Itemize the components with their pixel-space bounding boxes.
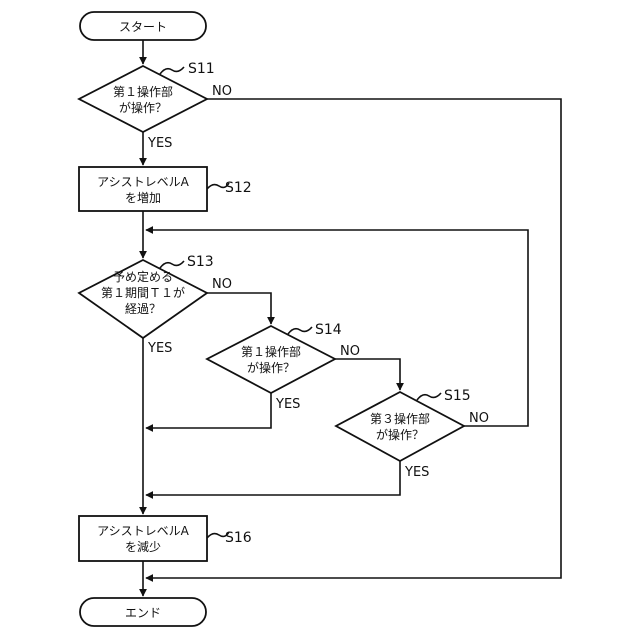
end-label: エンド <box>125 606 161 620</box>
s12-step-id: S12 <box>225 180 252 196</box>
s16-text-line1: アシストレベルA <box>97 524 190 538</box>
s11-text-line1: 第１操作部 <box>113 84 173 99</box>
start-label: スタート <box>119 20 167 34</box>
s14-step-id: S14 <box>315 322 342 338</box>
s13-text-line1: 予め定める <box>113 269 173 284</box>
s13-yes-label: YES <box>147 341 172 356</box>
end-terminal: エンド <box>80 598 206 626</box>
s15-text-line1: 第３操作部 <box>370 411 430 426</box>
s11-no-label: NO <box>212 84 232 99</box>
arrow-s14-no-to-s15 <box>335 359 400 390</box>
s15-leader <box>417 393 441 400</box>
s14-text-line1: 第１操作部 <box>241 344 301 359</box>
s13-leader <box>160 261 184 268</box>
arrow-s15-yes-to-main <box>146 461 400 495</box>
decision-s13: 予め定める 第１期間Ｔ１が 経過？ <box>79 260 207 338</box>
s13-text-line3: 経過？ <box>125 302 161 316</box>
arrow-s11-no-to-end <box>146 99 561 578</box>
s15-text-line2: が操作？ <box>376 427 424 442</box>
s16-text-line2: を減少 <box>125 539 161 554</box>
arrow-s14-yes-to-main <box>146 393 271 428</box>
start-terminal: スタート <box>80 12 206 40</box>
s15-yes-label: YES <box>404 465 429 480</box>
s15-no-label: NO <box>469 411 489 426</box>
s12-text-line2: を増加 <box>125 191 161 205</box>
s13-no-label: NO <box>212 277 232 292</box>
s14-yes-label: YES <box>275 397 300 412</box>
s14-leader <box>288 327 312 334</box>
s15-step-id: S15 <box>444 388 471 404</box>
s12-text-line1: アシストレベルA <box>97 175 190 189</box>
s11-leader <box>160 67 184 74</box>
s11-text-line2: が操作？ <box>119 100 167 115</box>
process-s16: アシストレベルA を減少 <box>79 516 207 561</box>
s13-step-id: S13 <box>187 254 214 270</box>
s16-step-id: S16 <box>225 530 252 546</box>
s11-step-id: S11 <box>188 61 215 77</box>
arrow-s13-no-to-s14 <box>207 293 271 324</box>
s14-text-line2: が操作？ <box>247 360 295 375</box>
process-s12: アシストレベルA を増加 <box>79 167 207 211</box>
s14-no-label: NO <box>340 344 360 359</box>
s11-yes-label: YES <box>147 136 172 151</box>
s13-text-line2: 第１期間Ｔ１が <box>101 285 185 300</box>
